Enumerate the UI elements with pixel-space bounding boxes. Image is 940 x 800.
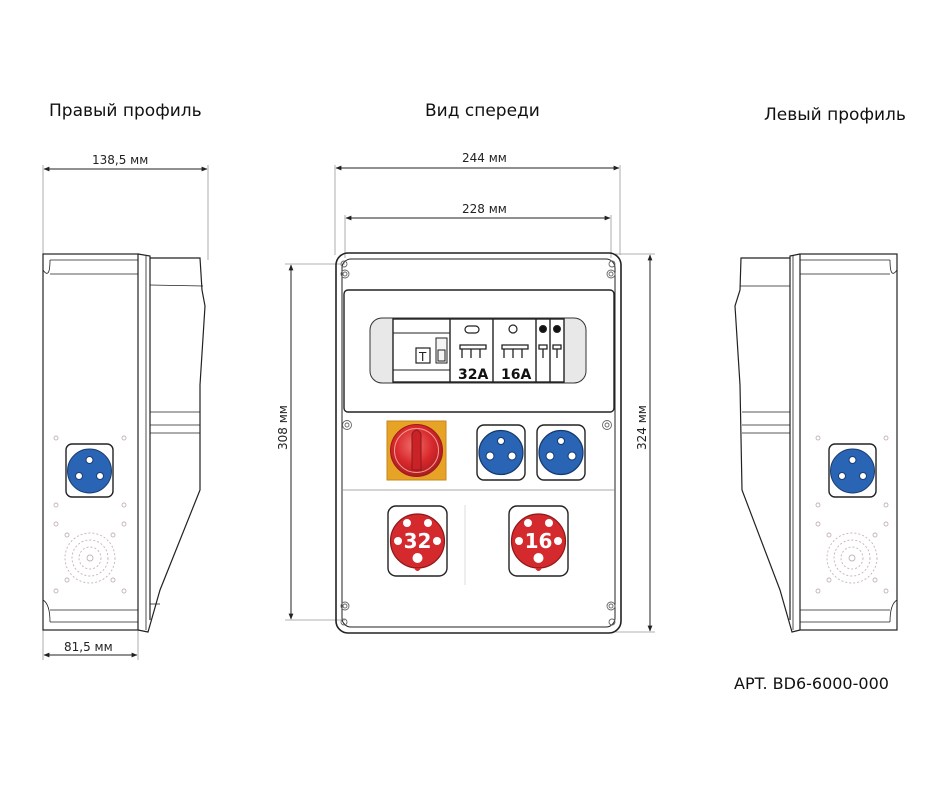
cee-socket-32: 32 xyxy=(387,505,448,577)
breaker-panel: T 32A 16A xyxy=(369,317,587,384)
side-socket-right xyxy=(65,443,114,498)
right-profile-title: Правый профиль xyxy=(49,101,202,121)
breaker-16a-rating: 16A xyxy=(501,367,531,383)
side-socket-left xyxy=(828,443,877,498)
dim-side-base-label: 81,5 мм xyxy=(64,640,113,654)
cee-16-label: 16 xyxy=(525,529,553,553)
front-view-drawing xyxy=(285,165,655,634)
dim-inner-width-label: 228 мм xyxy=(462,202,507,216)
right-profile-drawing xyxy=(42,165,209,660)
dim-outer-height-label: 324 мм xyxy=(635,405,649,450)
front-view-title: Вид спереди xyxy=(425,101,540,121)
breaker-16a: 16A xyxy=(501,319,537,383)
main-rotary-switch xyxy=(386,420,447,481)
article-number: APT. BD6-6000-000 xyxy=(734,674,889,693)
cee-32-label: 32 xyxy=(404,529,432,553)
rcd-module: T xyxy=(393,319,451,382)
breaker-32a-rating: 32A xyxy=(458,367,488,383)
small-breakers xyxy=(538,319,562,382)
left-profile-title: Левый профиль xyxy=(764,105,906,125)
dim-outer-width-label: 244 мм xyxy=(462,151,507,165)
dim-inner-height-label: 308 мм xyxy=(276,405,290,450)
side-vent-right xyxy=(53,435,127,594)
left-profile-drawing xyxy=(734,253,898,633)
side-vent-left xyxy=(815,435,889,594)
breaker-32a: 32A xyxy=(458,319,494,383)
dim-side-depth-label: 138,5 мм xyxy=(92,153,148,167)
cee-socket-16: 16 xyxy=(508,505,569,577)
schuko-socket-2 xyxy=(536,424,586,481)
schuko-socket-1 xyxy=(476,424,526,481)
rcd-test-label: T xyxy=(418,350,427,364)
